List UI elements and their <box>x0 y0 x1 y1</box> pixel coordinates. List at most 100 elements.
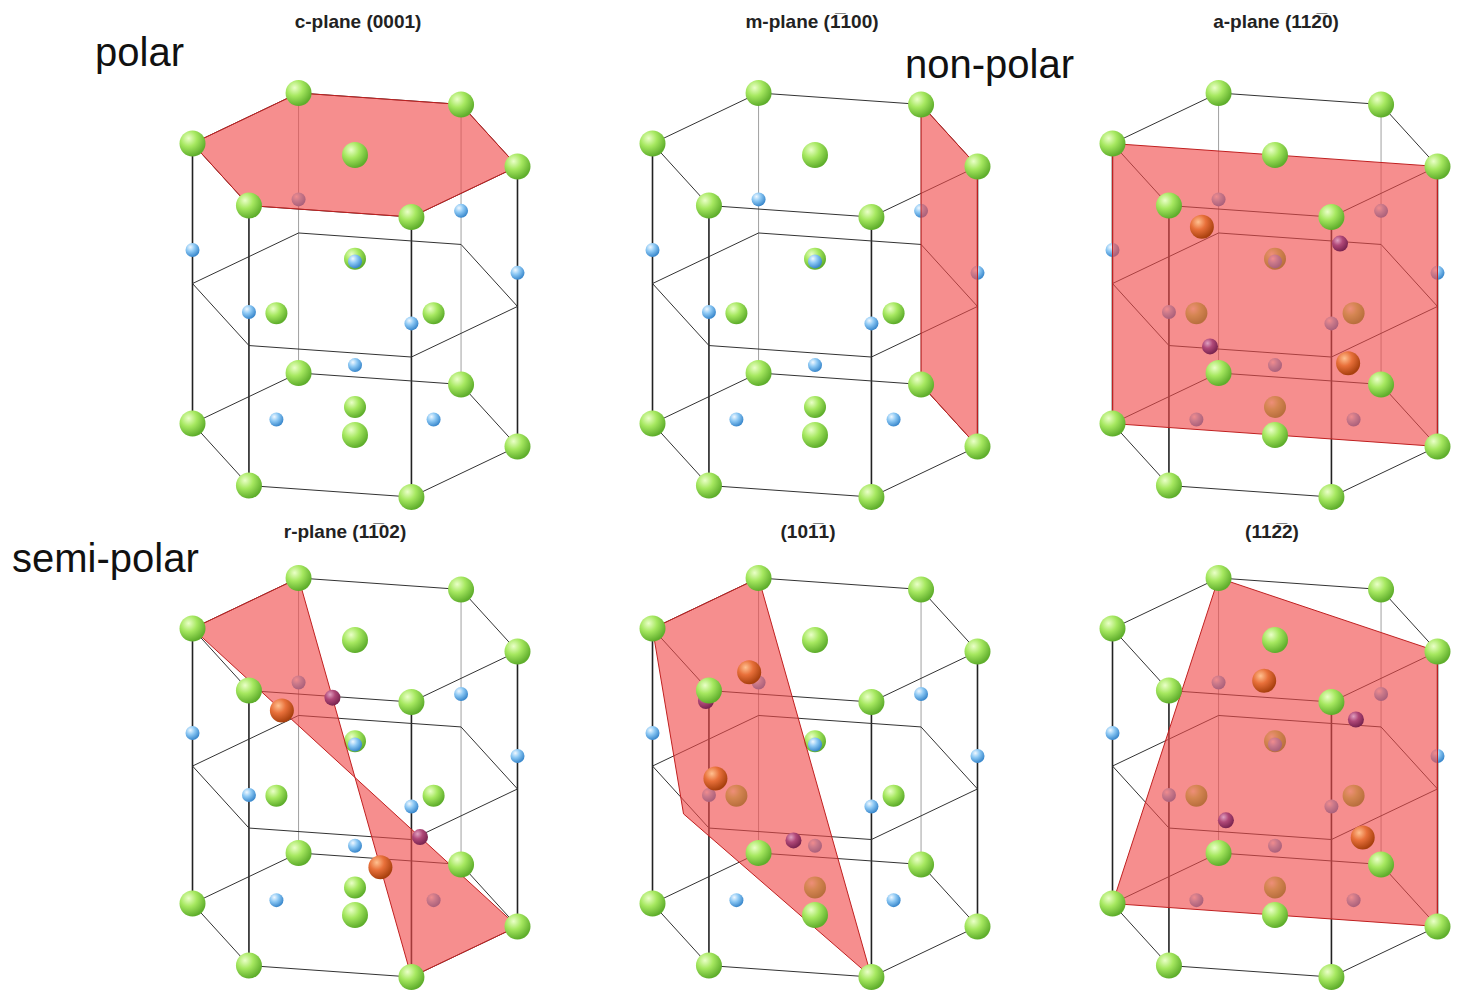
in-plane-atom <box>1190 215 1214 239</box>
gallium-atom <box>1100 891 1126 917</box>
gallium-atom <box>504 913 530 939</box>
nitrogen-atom <box>808 254 822 268</box>
in-plane-atom <box>412 829 428 845</box>
nitrogen-atom <box>348 738 362 752</box>
gallium-atom <box>1100 411 1126 437</box>
gallium-atom <box>883 302 905 324</box>
in-plane-atom <box>1348 712 1364 728</box>
gallium-atom <box>1262 142 1288 168</box>
gallium-atom <box>344 877 366 899</box>
nitrogen-atom <box>729 893 743 907</box>
gallium-atom <box>265 785 287 807</box>
nitrogen-atom <box>914 687 928 701</box>
in-plane-atom <box>1202 338 1218 354</box>
gallium-atom <box>696 473 722 499</box>
gallium-atom <box>858 484 884 510</box>
plane-label: (112̅2) <box>1245 522 1299 543</box>
gallium-atom <box>1424 913 1450 939</box>
in-plane-atom <box>785 832 801 848</box>
crystal-plane <box>921 104 977 446</box>
in-plane-atom <box>368 855 392 879</box>
hexagonal-unit-cell <box>180 565 531 990</box>
gallium-atom <box>640 411 666 437</box>
nitrogen-atom <box>348 358 362 372</box>
in-plane-atom <box>270 698 294 722</box>
nitrogen-atom <box>646 243 660 257</box>
gallium-atom <box>1156 953 1182 979</box>
gallium-atom <box>746 565 772 591</box>
crystal-plane <box>653 578 872 977</box>
gallium-atom <box>180 616 206 642</box>
in-plane-atom <box>1336 351 1360 375</box>
gallium-atom <box>696 678 722 704</box>
gallium-atom <box>342 142 368 168</box>
nitrogen-atom <box>887 413 901 427</box>
gallium-atom <box>398 204 424 230</box>
gallium-atom <box>265 302 287 324</box>
gallium-atom <box>286 840 312 866</box>
gallium-atom <box>725 302 747 324</box>
crystal-plane <box>1113 144 1438 447</box>
gallium-atom <box>1368 576 1394 602</box>
gallium-atom <box>964 433 990 459</box>
gallium-atom <box>448 371 474 397</box>
gallium-atom <box>696 953 722 979</box>
gallium-atom <box>746 840 772 866</box>
gallium-atom <box>236 953 262 979</box>
gallium-atom <box>1262 422 1288 448</box>
gallium-atom <box>286 360 312 386</box>
nitrogen-atom <box>242 305 256 319</box>
gallium-atom <box>448 91 474 117</box>
gallium-atom <box>964 153 990 179</box>
gallium-atom <box>1368 851 1394 877</box>
gallium-atom <box>1318 204 1344 230</box>
gallium-atom <box>804 248 826 270</box>
gallium-atom <box>504 433 530 459</box>
gallium-atom <box>1318 689 1344 715</box>
plane-label: c-plane (0001) <box>295 12 422 33</box>
gallium-atom <box>1424 638 1450 664</box>
gallium-atom <box>344 248 366 270</box>
gallium-atom <box>804 396 826 418</box>
nitrogen-atom <box>887 893 901 907</box>
nitrogen-atom <box>269 893 283 907</box>
polarity-heading: semi-polar <box>12 536 199 580</box>
nitrogen-atom <box>729 413 743 427</box>
gallium-atom <box>1156 678 1182 704</box>
gallium-atom <box>342 902 368 928</box>
nitrogen-atom <box>348 254 362 268</box>
gallium-atom <box>180 131 206 157</box>
gallium-atom <box>1318 964 1344 990</box>
gallium-atom <box>858 204 884 230</box>
nitrogen-atom <box>348 839 362 853</box>
gallium-atom <box>964 913 990 939</box>
nitrogen-atom <box>864 800 878 814</box>
gallium-atom <box>1100 616 1126 642</box>
nitrogen-atom <box>864 316 878 330</box>
gallium-atom <box>180 411 206 437</box>
gallium-atom <box>908 851 934 877</box>
nitrogen-atom <box>808 358 822 372</box>
gallium-atom <box>640 616 666 642</box>
gallium-atom <box>1368 371 1394 397</box>
nitrogen-atom <box>702 305 716 319</box>
in-plane-atom <box>703 766 727 790</box>
gallium-atom <box>448 851 474 877</box>
crystal-plane <box>1113 578 1438 926</box>
plane-label: a-plane (112̅0) <box>1213 12 1339 33</box>
gallium-atom <box>802 142 828 168</box>
nitrogen-atom <box>242 788 256 802</box>
gallium-atom <box>908 576 934 602</box>
hexagon-outline <box>193 233 518 357</box>
nitrogen-atom <box>510 266 524 280</box>
gallium-atom <box>1206 840 1232 866</box>
nitrogen-atom <box>427 413 441 427</box>
gallium-atom <box>858 689 884 715</box>
gallium-atom <box>1206 565 1232 591</box>
gallium-atom <box>342 627 368 653</box>
in-plane-atom <box>1351 826 1375 850</box>
gallium-atom <box>423 785 445 807</box>
nitrogen-atom <box>186 726 200 740</box>
nitrogen-atom <box>186 243 200 257</box>
gallium-atom <box>1100 131 1126 157</box>
